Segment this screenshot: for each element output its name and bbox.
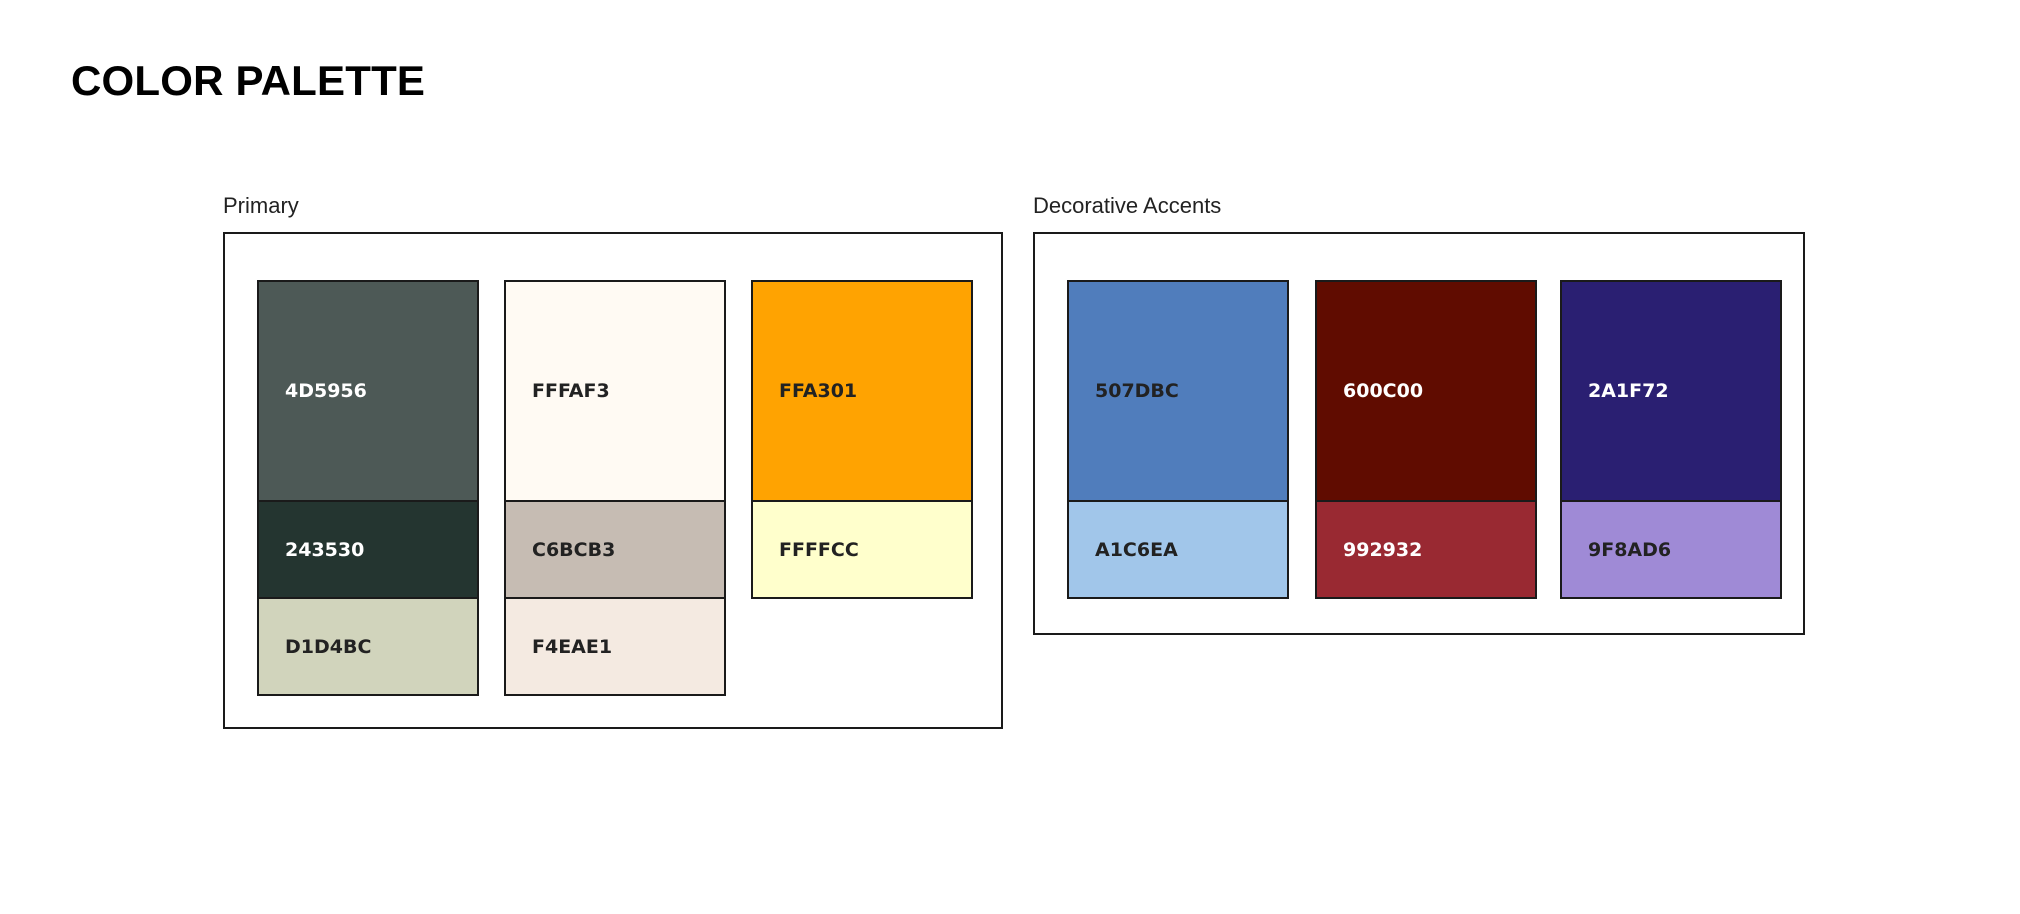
swatch[interactable]: 2A1F72 [1562, 282, 1780, 500]
swatch[interactable]: C6BCB3 [506, 500, 724, 597]
swatch[interactable]: 600C00 [1317, 282, 1535, 500]
swatch-column: 600C00 992932 [1315, 280, 1537, 599]
page-title: COLOR PALETTE [71, 57, 426, 104]
group-label-primary: Primary [223, 193, 299, 218]
swatch[interactable]: 992932 [1317, 500, 1535, 597]
group-primary: 4D5956 243530 D1D4BC FFFAF3 C6BCB3 F4EAE… [223, 232, 1003, 729]
swatch[interactable]: D1D4BC [259, 597, 477, 694]
swatch[interactable]: 4D5956 [259, 282, 477, 500]
swatch[interactable]: F4EAE1 [506, 597, 724, 694]
swatch-column: 507DBC A1C6EA [1067, 280, 1289, 599]
swatch-column: 2A1F72 9F8AD6 [1560, 280, 1782, 599]
group-decorative-accents: 507DBC A1C6EA 600C00 992932 2A1F72 9F8AD… [1033, 232, 1805, 635]
swatch-column: FFA301 FFFFCC [751, 280, 973, 599]
swatch[interactable]: 243530 [259, 500, 477, 597]
swatch[interactable]: FFFFCC [753, 500, 971, 597]
swatch[interactable]: FFA301 [753, 282, 971, 500]
swatch[interactable]: A1C6EA [1069, 500, 1287, 597]
swatch[interactable]: 9F8AD6 [1562, 500, 1780, 597]
swatch[interactable]: FFFAF3 [506, 282, 724, 500]
group-label-decorative-accents: Decorative Accents [1033, 193, 1222, 218]
swatch-column: 4D5956 243530 D1D4BC [257, 280, 479, 696]
swatch-column: FFFAF3 C6BCB3 F4EAE1 [504, 280, 726, 696]
swatch[interactable]: 507DBC [1069, 282, 1287, 500]
